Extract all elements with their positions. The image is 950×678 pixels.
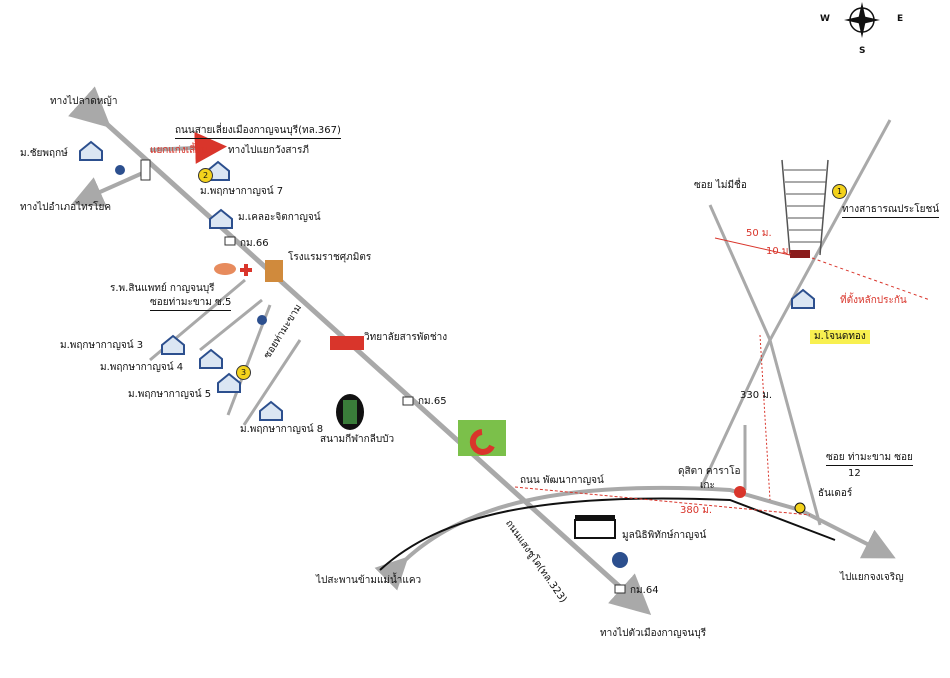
fuel-station-icon — [115, 165, 125, 175]
badge-3: 3 — [236, 365, 251, 380]
compass-west: W — [820, 14, 830, 24]
label-hospital: ร.พ.สินแพทย์ กาญจนบุรี — [110, 283, 215, 294]
label-moo-phruksa-3: ม.พฤกษากาญจน์ 3 — [60, 340, 144, 351]
label-distance-330: 330 ม. — [740, 390, 773, 401]
distance-330 — [759, 334, 771, 501]
compass-east: E — [897, 14, 904, 24]
house-icon — [161, 334, 185, 355]
label-to-lat-ya: ทางไปลาดหญ้า — [50, 96, 118, 107]
distance-50 — [714, 237, 791, 256]
house-icon — [79, 140, 103, 161]
label-km64: กม.64 — [630, 585, 659, 596]
foundation-building-icon — [574, 519, 616, 539]
karaoke-icon — [734, 486, 746, 498]
house-icon — [209, 208, 233, 229]
label-moo-khlaochit: ม.เคลอะจิตกาญจน์ — [238, 212, 321, 223]
traffic-light-icon — [140, 159, 151, 181]
label-stadium: สนามกีฬากลีบบัว — [320, 434, 395, 445]
house-icon — [259, 400, 283, 421]
label-moo-phruksa-8: ม.พฤกษากาญจน์ 8 — [240, 424, 324, 435]
house-icon — [199, 348, 223, 369]
house-icon — [217, 372, 241, 393]
badge-1: 1 — [832, 184, 847, 199]
label-distance-50: 50 ม. — [746, 228, 772, 239]
label-road-phatthana: ถนน พัฒนากาญจน์ — [520, 475, 604, 486]
label-soi-tha-makham-5: ซอยท่ามะขาม ซ.5 — [150, 297, 232, 311]
hotel-building-icon — [265, 260, 283, 282]
railway-line — [379, 497, 836, 571]
label-soi-12-a: ซอย ท่ามะขาม ซอย — [826, 452, 913, 466]
label-soi-12-b: 12 — [848, 468, 861, 479]
label-moo-phruksa-5: ม.พฤกษากาญจน์ 5 — [128, 389, 212, 400]
label-moo-chonthong: ม.โจนดทอง — [810, 330, 870, 344]
label-km66: กม.66 — [240, 238, 269, 249]
bank-logo-icon — [612, 552, 628, 568]
label-karaoke-2: เกะ — [700, 480, 715, 491]
fuel-station-icon-2 — [257, 315, 267, 325]
label-distance-10: 10 ม. — [766, 246, 792, 257]
label-thunder: ธันเดอร์ — [818, 488, 853, 499]
road-soi-12 — [768, 339, 822, 526]
hospital-building-icon — [214, 263, 236, 275]
km-marker-icon — [402, 396, 414, 406]
distance-380 — [514, 486, 811, 516]
label-hotel: โรงแรมราชศุภมิตร — [288, 252, 372, 263]
road-phatthana — [374, 485, 896, 591]
road-main-diagonal — [68, 86, 652, 616]
road-soi-2 — [199, 298, 263, 352]
label-bypass-367: ถนนสายเลี่ยงเมืองกาญจนบุรี(ทล.367) — [175, 125, 341, 139]
label-karaoke: ดุสิตา คาราโอ — [678, 466, 741, 477]
label-to-jong-jaroen: ไปแยกจงเจริญ — [840, 572, 904, 583]
collateral-pointer — [811, 257, 931, 301]
road-to-sai-yok — [71, 170, 146, 207]
compass-rose-icon — [844, 2, 880, 38]
label-to-tha-ruea: ทางไปอำเภอไทรโยค — [20, 202, 112, 213]
label-km65: กม.65 — [418, 396, 447, 407]
km-marker-icon — [614, 584, 626, 594]
label-public-way: ทางสาธารณประโยชน์ — [842, 204, 940, 218]
label-to-kanchanaburi: ทางไปตัวเมืองกาญจนบุรี — [600, 628, 707, 639]
road-to-wang-sarapee — [149, 131, 227, 164]
label-distance-380: 380 ม. — [680, 505, 713, 516]
thunder-icon — [794, 502, 806, 514]
badge-2: 2 — [198, 168, 213, 183]
collateral-plot — [790, 250, 810, 258]
label-moo-phruksa-4: ม.พฤกษากาญจน์ 4 — [100, 362, 184, 373]
label-moo-chaiyaphruek: ม.ชัยพฤกษ์ — [20, 148, 68, 159]
label-soi-no-name: ซอย ไม่มีชื่อ — [694, 180, 747, 191]
label-college: วิทยาลัยสารพัดช่าง — [364, 332, 448, 343]
km-marker-icon — [224, 236, 236, 246]
house-icon — [791, 288, 815, 309]
label-to-bridge: ไปสะพานข้ามแม่น้ำแคว — [316, 575, 422, 586]
label-moo-phruksa-7: ม.พฤกษากาญจน์ 7 — [200, 186, 284, 197]
label-foundation: มูลนิธิพิทักษ์กาญจน์ — [622, 530, 707, 541]
road-soi-no-name — [708, 204, 772, 341]
label-intersection: แยกแก่งเสี้ยน — [150, 145, 208, 156]
road-soi-4 — [242, 339, 302, 426]
public-way-ladder — [781, 159, 829, 258]
label-to-wang-sarapee: ทางไปแยกวังสารภี — [228, 145, 310, 156]
compass-south: S — [859, 46, 866, 56]
label-collateral: ที่ตั้งหลักประกัน — [840, 295, 907, 306]
college-building-icon — [330, 336, 364, 350]
